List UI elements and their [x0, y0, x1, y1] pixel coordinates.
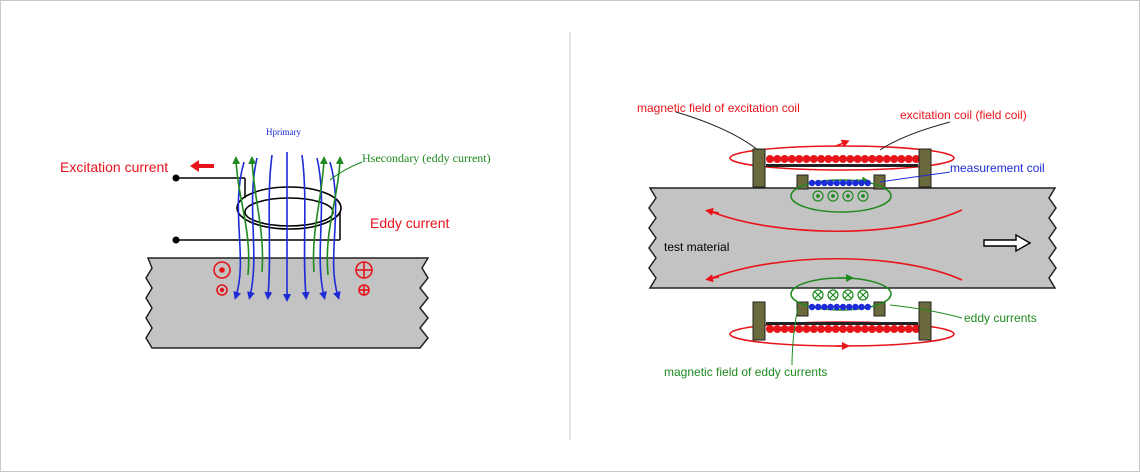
- coil-post-top-left: [752, 148, 766, 188]
- coil-winding-dot: [824, 155, 833, 163]
- coil-winding-dot: [817, 325, 826, 333]
- coil-winding-dot: [815, 179, 822, 187]
- coil-winding-dot: [802, 325, 811, 333]
- coil-winding-dot: [809, 325, 818, 333]
- coil-winding-dot: [912, 325, 920, 333]
- coil-winding-dot: [864, 303, 871, 311]
- eddy-current-label: Eddy current: [370, 215, 449, 231]
- test-material-bar: [648, 187, 1057, 289]
- coil-winding-dot: [846, 325, 855, 333]
- coil-winding-dot: [846, 155, 855, 163]
- coil-winding-dot: [831, 155, 840, 163]
- coil-winding-dot: [882, 155, 891, 163]
- coil-winding-dot: [890, 325, 899, 333]
- coil-winding-dot: [808, 179, 816, 187]
- magnetic-field-excitation-label: magnetic field of excitation coil: [637, 101, 800, 115]
- coil-winding-dot: [904, 325, 913, 333]
- coil-winding-dot: [864, 179, 871, 187]
- coil-winding-dot: [839, 155, 847, 163]
- coil-winding-dot: [882, 325, 891, 333]
- terminal-bottom: [172, 236, 180, 244]
- terminal-top: [172, 174, 180, 182]
- eddy-in-symbols: [812, 289, 869, 301]
- coil-winding-dot: [912, 155, 920, 163]
- coil-winding-dot: [904, 155, 913, 163]
- motion-arrow-icon: [983, 233, 1032, 253]
- coil-winding-dot: [773, 155, 782, 163]
- eddy-currents-label: eddy currents: [964, 311, 1037, 325]
- coil-winding-dot: [821, 303, 828, 311]
- coil-winding-dot: [858, 303, 865, 311]
- left-diagram: Excitation current Hprimary Hsecondary (…: [60, 127, 491, 349]
- coil-winding-dot: [827, 179, 834, 187]
- coil-winding-dot: [815, 303, 822, 311]
- coil-winding-dot: [802, 155, 811, 163]
- coil-winding-dot: [817, 155, 826, 163]
- coil-winding-dot: [766, 325, 774, 333]
- coil-winding-dot: [890, 155, 899, 163]
- coil-winding-dot: [897, 155, 906, 163]
- coil-post-bottom-left: [752, 301, 766, 341]
- excitation-current-label: Excitation current: [60, 159, 168, 175]
- coil-winding-dot: [853, 155, 862, 163]
- coil-winding-dot: [833, 179, 840, 187]
- coil-winding-dot: [860, 155, 869, 163]
- coil-winding-dot: [795, 325, 804, 333]
- eddy-out-symbols: [812, 190, 869, 202]
- eddy-current-symbols: [213, 261, 373, 296]
- excitation-coil-label: excitation coil (field coil): [900, 108, 1027, 122]
- h-secondary-field-lines: [232, 156, 344, 276]
- coil-loop-outer: [236, 186, 342, 230]
- coil-winding-dot: [868, 155, 877, 163]
- coil-winding-dot: [809, 155, 818, 163]
- coil-winding-dot: [821, 179, 828, 187]
- coil-winding-dot: [827, 303, 834, 311]
- coil-winding-dot: [766, 155, 774, 163]
- eddy-out-small-icon: [216, 284, 228, 296]
- coil-winding-dot: [897, 325, 906, 333]
- excitation-coil-windings-top: [766, 155, 920, 163]
- coil-winding-dot: [773, 325, 782, 333]
- magnetic-field-eddy-label: magnetic field of eddy currents: [664, 365, 827, 379]
- coil-winding-dot: [833, 303, 840, 311]
- coil-winding-dot: [846, 303, 853, 311]
- coil-winding-dot: [831, 325, 840, 333]
- coil-winding-dot: [860, 325, 869, 333]
- excitation-coil-windings-bottom: [766, 325, 920, 333]
- coil-winding-dot: [852, 303, 859, 311]
- eddy-out-icon: [213, 261, 231, 279]
- coil-winding-dot: [858, 179, 865, 187]
- field-line-lower: [711, 257, 963, 281]
- h-primary-label: Hprimary: [266, 127, 301, 137]
- coil-winding-dot: [846, 179, 853, 187]
- coil-winding-dot: [808, 303, 816, 311]
- coil-winding-dot: [780, 325, 789, 333]
- coil-winding-dot: [795, 155, 804, 163]
- coil-winding-dot: [853, 325, 862, 333]
- measurement-coil-bottom: [808, 303, 871, 311]
- coil-winding-dot: [875, 155, 884, 163]
- eddy-field-ellipse-top: [790, 179, 892, 213]
- coil-winding-dot: [787, 155, 796, 163]
- coil-winding-dot: [839, 325, 847, 333]
- right-diagram: magnetic field of excitation coil excita…: [637, 101, 1057, 379]
- measurement-coil-top: [808, 179, 871, 187]
- field-line-upper: [711, 209, 963, 233]
- coil-winding-dot: [875, 325, 884, 333]
- test-block: [145, 257, 430, 349]
- coil-winding-dot: [868, 325, 877, 333]
- coil-winding-dot: [839, 179, 847, 187]
- coil-winding-dot: [824, 325, 833, 333]
- coil-winding-dot: [852, 179, 859, 187]
- test-material-label: test material: [664, 240, 729, 254]
- measurement-coil-label: measurement coil: [950, 161, 1045, 175]
- coil-post-bottom-right: [918, 301, 932, 341]
- coil-winding-dot: [780, 155, 789, 163]
- coil-winding-dot: [839, 303, 847, 311]
- h-secondary-label: Hsecondary (eddy current): [362, 151, 491, 165]
- coil-post-top-right: [918, 148, 932, 188]
